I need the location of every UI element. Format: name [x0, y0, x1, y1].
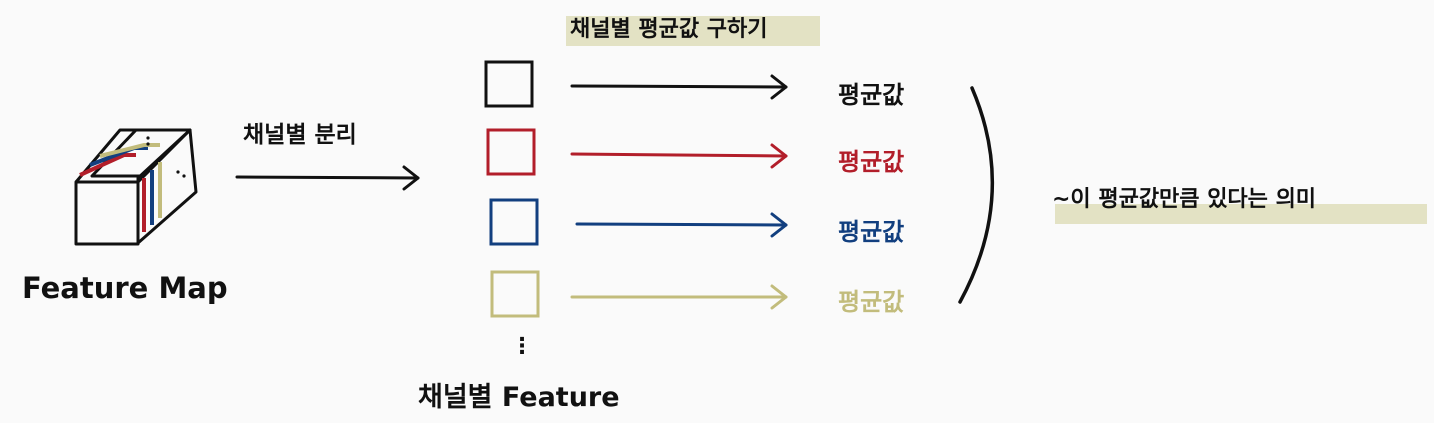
split-arrow — [237, 167, 418, 189]
channel-arrow-olive — [572, 286, 786, 308]
channel-square-red — [488, 130, 534, 174]
channel-feature-label: 채널별 Feature — [418, 384, 620, 411]
feature-map-label: Feature Map — [22, 274, 228, 303]
channel-mean-label-blue: 평균값 — [838, 220, 904, 244]
channel-mean-label-black: 평균값 — [838, 83, 904, 107]
channel-square-olive — [492, 272, 538, 316]
channel-ellipsis: ⋮ — [511, 336, 533, 358]
channel-square-blue — [491, 200, 537, 244]
conclusion-label: ~이 평균값만큼 있다는 의미 — [1052, 189, 1316, 211]
channel-square-black — [486, 62, 532, 106]
title-label: 채널별 평균값 구하기 — [570, 19, 767, 41]
channel-mean-label-olive: 평균값 — [838, 290, 904, 314]
split-label: 채널별 분리 — [243, 124, 357, 147]
channel-arrow-blue — [577, 214, 786, 236]
closing-bracket — [960, 88, 992, 302]
channel-arrow-black — [572, 76, 786, 98]
channel-mean-label-red: 평균값 — [838, 150, 904, 174]
channel-arrow-red — [572, 145, 786, 167]
